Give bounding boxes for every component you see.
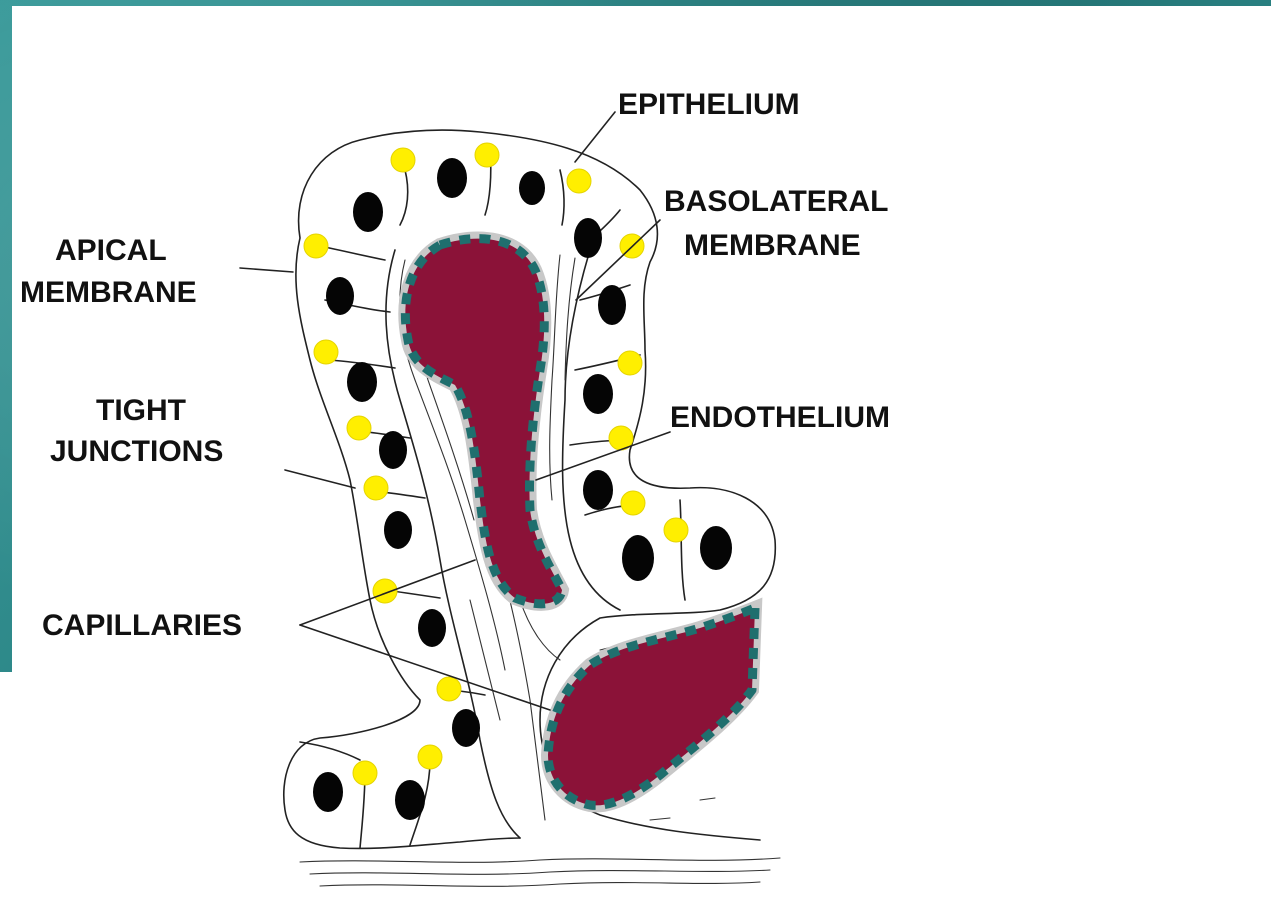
tight-junction-dot [364,476,388,500]
tight-junction-dot [437,677,461,701]
label-epithelium: EPITHELIUM [618,88,800,121]
label-basolateral-line2: MEMBRANE [684,229,861,262]
label-tight-line1: TIGHT [96,394,186,427]
leader-epithelium [575,112,615,162]
leader-apical [240,268,293,272]
tight-junction-dot [621,491,645,515]
tight-junction-dot [567,169,591,193]
tight-junction-dot [353,761,377,785]
label-capillaries: CAPILLARIES [42,609,242,642]
label-apical-line2: MEMBRANE [20,276,197,309]
tight-junction-dot [304,234,328,258]
leader-tight-junctions [285,470,355,488]
tight-junction-dot [664,518,688,542]
label-basolateral-line1: BASOLATERAL [664,185,888,218]
capillary-upper [405,239,562,604]
tight-junction-dot [314,340,338,364]
tight-junction-dot [391,148,415,172]
tight-junction-dot [618,351,642,375]
label-apical-line1: APICAL [55,234,167,267]
capillary-lower [548,608,755,805]
tight-junction-dot [347,416,371,440]
tight-junction-dot [475,143,499,167]
tight-junction-dot [418,745,442,769]
label-endothelium: ENDOTHELIUM [670,401,890,434]
label-tight-line2: JUNCTIONS [50,435,223,468]
leader-capillaries-upper [300,560,475,625]
